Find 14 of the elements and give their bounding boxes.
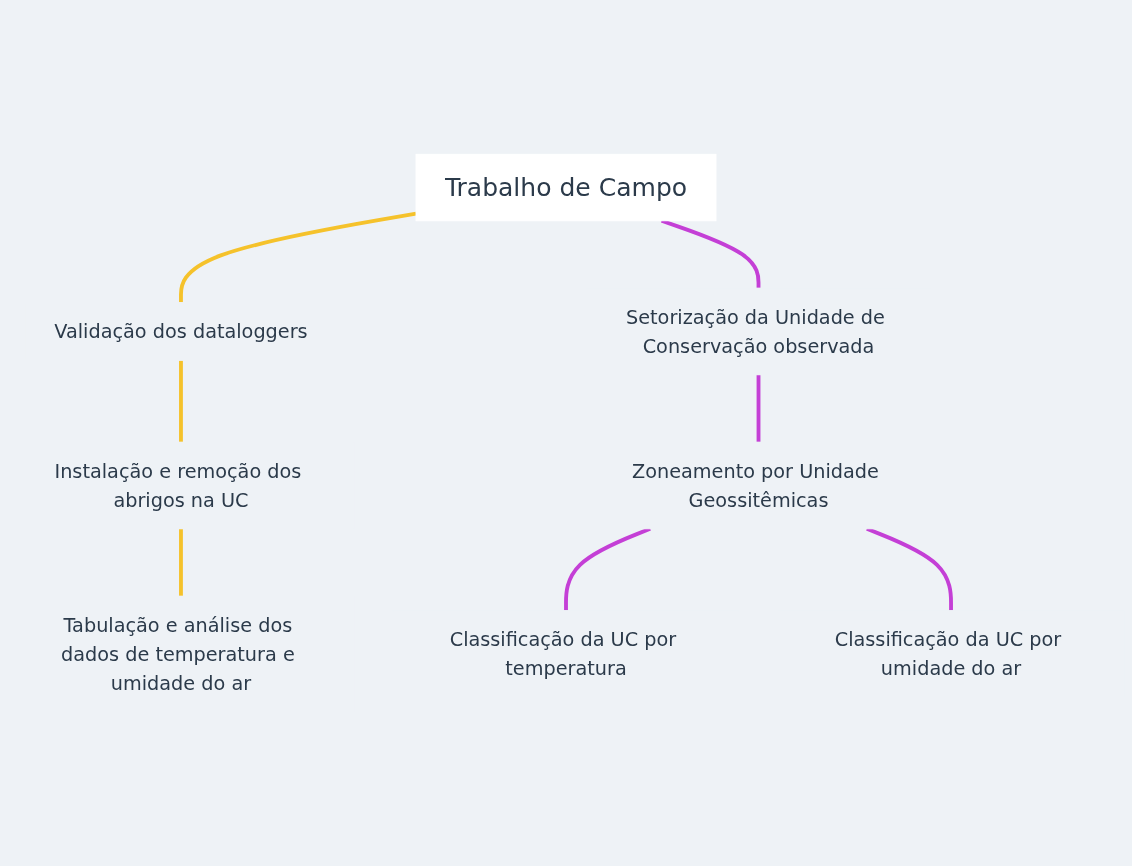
node-text: Validação dos dataloggers	[54, 319, 308, 343]
node-text: Setorização da Unidade de Conservação observada	[626, 305, 885, 358]
connector	[179, 211, 417, 303]
node-text: Tabulação e análise dos dados de temperatura e umidade do ar	[61, 613, 295, 695]
connector	[179, 360, 183, 443]
node-text: Classificação da UC por temperatura	[449, 627, 677, 680]
connector	[564, 527, 651, 611]
node-text: Zoneamento por Unidade Geossitêmicas	[632, 459, 879, 512]
connector	[756, 374, 761, 443]
node-text: Classificação da UC por umidade do ar	[834, 627, 1062, 680]
node-text: Instalação e remoção dos abrigos na UC	[54, 459, 302, 512]
connector	[179, 528, 183, 597]
node-box: Trabalho de Campo	[415, 153, 717, 222]
connector	[866, 527, 953, 611]
